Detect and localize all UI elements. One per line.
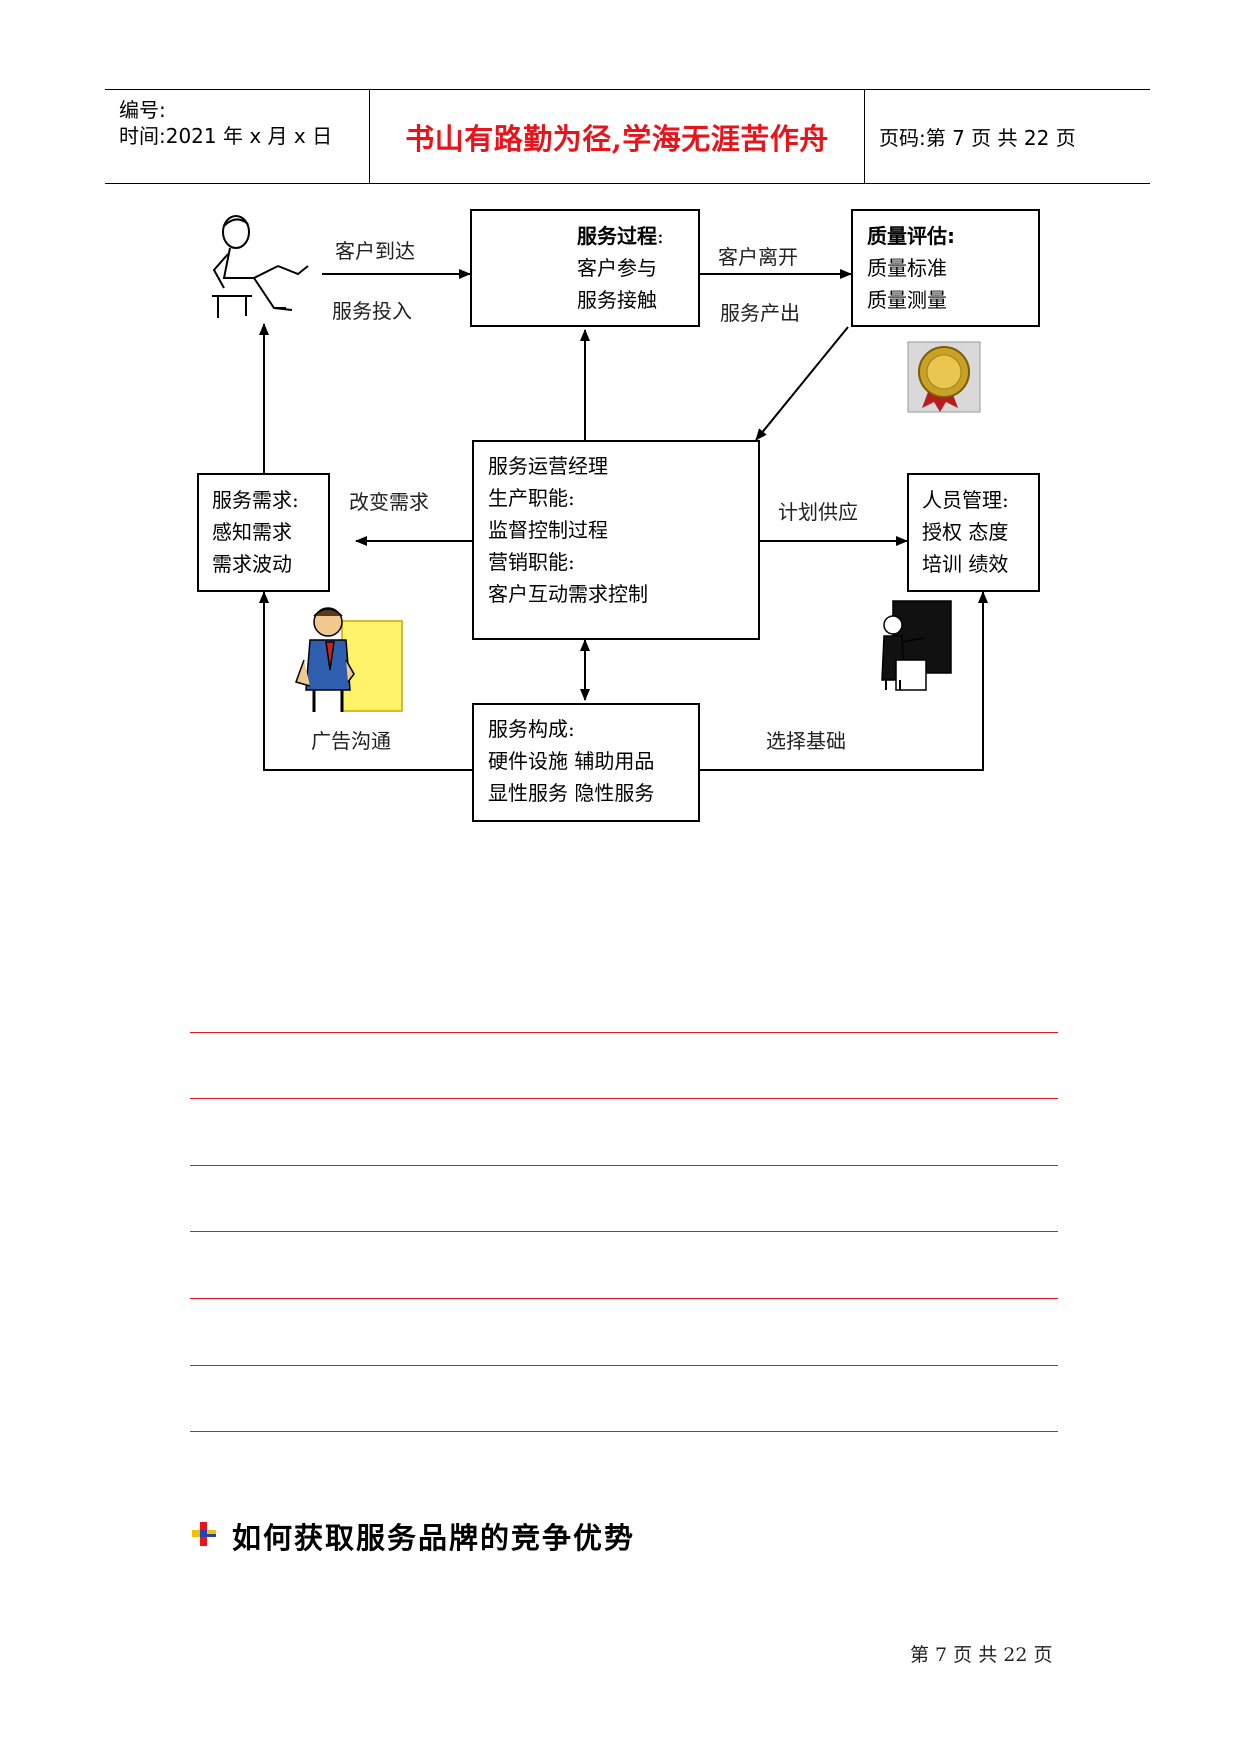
header-table: 编号: 时间:2021 年 x 月 x 日 书山有路勤为径,学海无涯苦作舟 页码…: [105, 89, 1150, 184]
header-info-cell: 编号: 时间:2021 年 x 月 x 日: [105, 90, 370, 183]
label-customer-leave: 客户离开: [718, 245, 798, 269]
header-page-cell: 页码:第 7 页 共 22 页: [865, 90, 1150, 183]
bullet-plus-icon: [192, 1522, 216, 1546]
operations-manager-text: 服务运营经理 生产职能: 监督控制过程 营销职能: 客户互动需求控制: [488, 450, 648, 610]
staff-line1: 人员管理:: [922, 488, 1009, 512]
demand-line3: 需求波动: [212, 552, 292, 576]
service-operations-diagram: COOL: [0, 0, 1241, 840]
composition-line2: 硬件设施 辅助用品: [488, 749, 655, 773]
time-label: 时间:2021 年 x 月 x 日: [119, 124, 333, 148]
ruled-line: [190, 1231, 1058, 1232]
label-selection-basis: 选择基础: [766, 729, 846, 753]
ruled-line: [190, 1298, 1058, 1299]
manager-line2: 生产职能:: [488, 486, 575, 510]
arrow-selection: [700, 591, 988, 771]
quality-seal-icon: [907, 341, 981, 413]
advertising-presenter-icon: [295, 607, 403, 712]
ruled-line: [190, 1365, 1058, 1366]
operations-manager-box: [472, 440, 760, 640]
page-label: 页码:第 7 页 共 22 页: [879, 126, 1076, 150]
service-composition-text: 服务构成: 硬件设施 辅助用品 显性服务 隐性服务: [488, 713, 654, 809]
quality-eval-text: 质量评估: 质量标准 质量测量: [867, 220, 955, 316]
label-advertising: 广告沟通: [311, 729, 391, 753]
footer-page-number: 第 7 页 共 22 页: [910, 1644, 1053, 1666]
ruled-line: [190, 1431, 1058, 1432]
service-process-box: [470, 209, 700, 327]
service-process-line1: 客户参与: [577, 256, 657, 280]
label-customer-arrive: 客户到达: [335, 239, 415, 263]
customer-sitting-icon: [212, 215, 309, 318]
staff-line3: 培训 绩效: [922, 552, 1009, 576]
composition-line1: 服务构成:: [488, 717, 575, 741]
label-change-demand: 改变需求: [349, 490, 429, 514]
service-process-text: 服务过程: 客户参与 服务接触: [577, 220, 664, 316]
staff-management-text: 人员管理: 授权 态度 培训 绩效: [922, 484, 1009, 580]
ruled-line: [190, 1165, 1058, 1166]
service-composition-box: [472, 703, 700, 822]
staff-management-box: [907, 473, 1040, 592]
demand-line2: 感知需求: [212, 520, 292, 544]
service-process-colon: :: [657, 224, 664, 248]
service-demand-box: [197, 473, 330, 592]
quality-eval-line1: 质量标准: [867, 256, 947, 280]
lecturer-blackboard-icon: [881, 600, 952, 691]
ruled-line: [190, 1032, 1058, 1033]
manager-line4: 营销职能:: [488, 550, 575, 574]
serial-label: 编号:: [119, 98, 166, 122]
service-process-title: 服务过程: [577, 224, 657, 248]
label-service-input: 服务投入: [332, 299, 412, 323]
section-title: 如何获取服务品牌的竞争优势: [232, 1521, 636, 1555]
demand-line1: 服务需求:: [212, 488, 299, 512]
header-motto-cell: 书山有路勤为径,学海无涯苦作舟: [370, 90, 865, 183]
quality-eval-box: [851, 209, 1040, 327]
label-service-output: 服务产出: [720, 301, 800, 325]
arrow-advertising: [259, 591, 472, 771]
quality-eval-title: 质量评估:: [867, 224, 955, 248]
service-process-line2: 服务接触: [577, 288, 657, 312]
composition-line3: 显性服务 隐性服务: [488, 781, 655, 805]
label-plan-supply: 计划供应: [778, 500, 858, 524]
arrow-quality-manager: [755, 326, 849, 441]
manager-line1: 服务运营经理: [488, 454, 608, 478]
staff-line2: 授权 态度: [922, 520, 1009, 544]
manager-line3: 监督控制过程: [488, 518, 608, 542]
ruled-line: [190, 1098, 1058, 1099]
motto-text: 书山有路勤为径,学海无涯苦作舟: [405, 121, 829, 156]
service-demand-text: 服务需求: 感知需求 需求波动: [212, 484, 299, 580]
manager-line5: 客户互动需求控制: [488, 582, 648, 606]
quality-eval-line2: 质量测量: [867, 288, 947, 312]
